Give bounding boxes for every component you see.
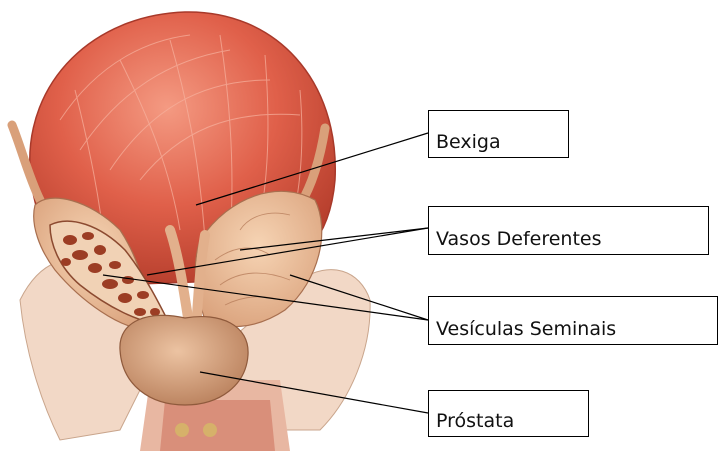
label-vasos-deferentes-text: Vasos Deferentes: [436, 230, 602, 249]
label-prostata: Próstata: [428, 390, 589, 437]
label-vesiculas-seminais: Vesículas Seminais: [428, 296, 718, 345]
label-bexiga-text: Bexiga: [436, 133, 501, 152]
label-vesiculas-seminais-text: Vesículas Seminais: [436, 320, 616, 339]
label-bexiga: Bexiga: [428, 110, 569, 158]
label-vasos-deferentes: Vasos Deferentes: [428, 206, 709, 255]
label-prostata-text: Próstata: [436, 412, 514, 431]
